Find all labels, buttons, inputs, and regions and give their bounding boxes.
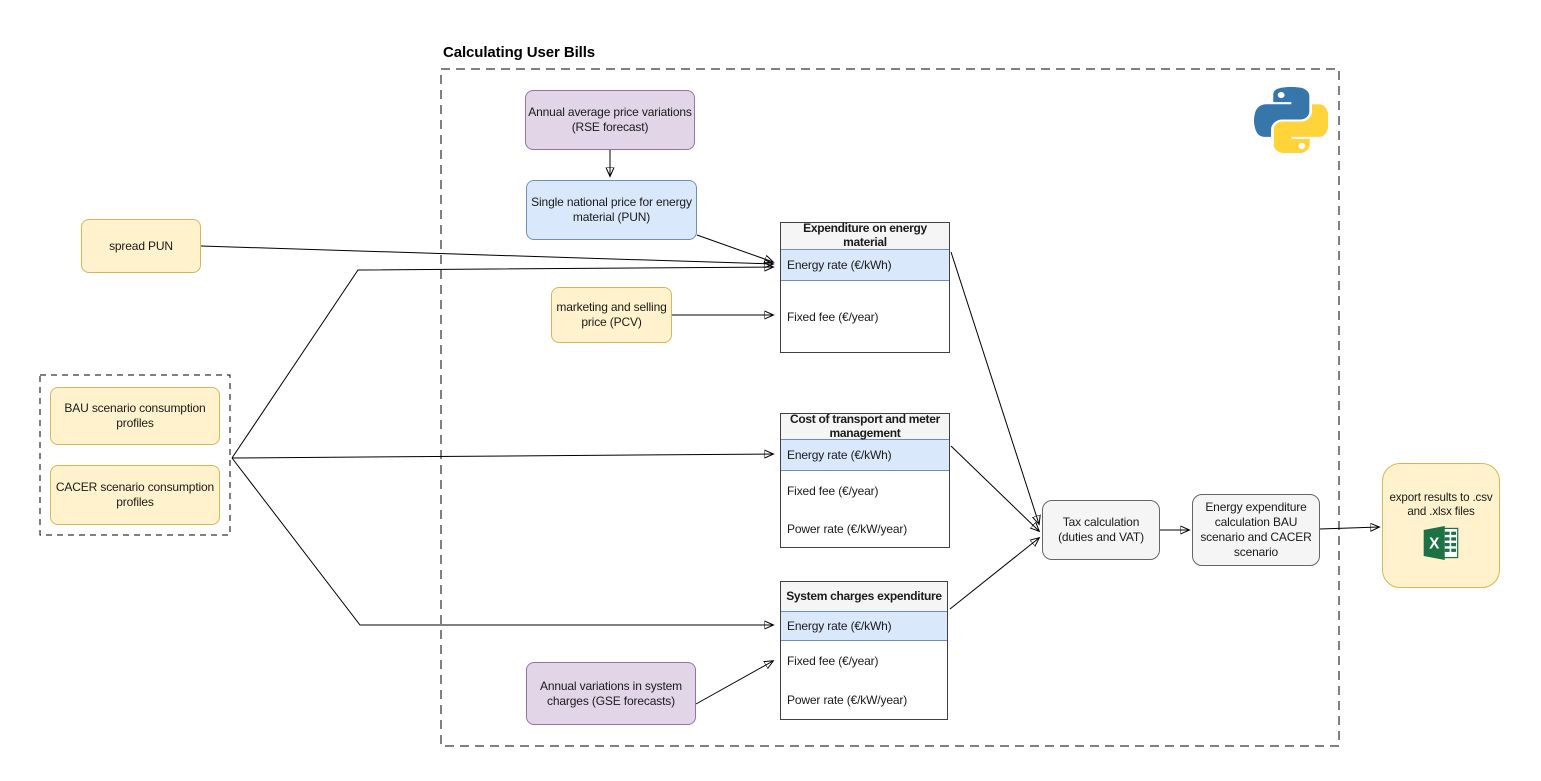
node-cacer-profiles-label: CACER scenario consumption profiles bbox=[55, 480, 215, 509]
node-pun-label: Single national price for energy materia… bbox=[531, 195, 692, 224]
edge-energy-exp-to-export bbox=[1319, 527, 1379, 529]
table-header: Cost of transport and meter management bbox=[781, 412, 949, 439]
svg-text:X: X bbox=[1429, 536, 1440, 553]
node-energy-expenditure-label: Energy expenditure calculation BAU scena… bbox=[1200, 500, 1312, 559]
excel-spreadsheet-icon: X bbox=[1423, 526, 1458, 561]
table-row-fixed-fee: Fixed fee (€/year) bbox=[787, 309, 879, 324]
edge-pun-to-energy-rate-1 bbox=[696, 234, 773, 262]
table-row-power-rate: Power rate (€/kW/year) bbox=[787, 521, 908, 536]
table-row-energy-rate: Energy rate (€/kWh) bbox=[781, 439, 949, 471]
table-header: System charges expenditure bbox=[781, 582, 947, 611]
table-row-energy-rate: Energy rate (€/kWh) bbox=[781, 249, 949, 281]
node-spread-pun-label: spread PUN bbox=[109, 238, 173, 253]
edge-profiles-to-energy-rate-1 bbox=[231, 267, 773, 459]
table-header: Expenditure on energy material bbox=[781, 221, 949, 249]
node-tax-calculation: Tax calculation (duties and VAT) bbox=[1042, 500, 1160, 560]
edge-table2-to-tax bbox=[950, 445, 1039, 531]
edge-profiles-to-energy-rate-3 bbox=[231, 457, 773, 625]
node-bau-profiles: BAU scenario consumption profiles bbox=[50, 387, 220, 445]
table-system-charges-expenditure: System charges expenditure Energy rate (… bbox=[780, 581, 948, 720]
table-row-fixed-fee: Fixed fee (€/year) bbox=[787, 654, 879, 668]
node-export-results-label: export results to .csv and .xlsx files bbox=[1389, 490, 1493, 518]
table-row-power-rate: Power rate (€/kW/year) bbox=[787, 693, 908, 707]
edge-profiles-to-energy-rate-2 bbox=[231, 454, 773, 458]
python-logo-icon bbox=[1254, 87, 1328, 153]
table-expenditure-energy-material: Expenditure on energy material Energy ra… bbox=[780, 221, 950, 353]
diagram-title: Calculating User Bills bbox=[443, 44, 596, 61]
table-transport-meter-management: Cost of transport and meter management E… bbox=[780, 412, 950, 548]
table-row-energy-rate: Energy rate (€/kWh) bbox=[781, 611, 947, 641]
node-gse-forecasts: Annual variations in system charges (GSE… bbox=[526, 662, 696, 725]
node-tax-calculation-label: Tax calculation (duties and VAT) bbox=[1058, 515, 1144, 544]
node-energy-expenditure: Energy expenditure calculation BAU scena… bbox=[1192, 494, 1320, 566]
node-cacer-profiles: CACER scenario consumption profiles bbox=[50, 465, 220, 525]
node-gse-forecasts-label: Annual variations in system charges (GSE… bbox=[539, 678, 683, 708]
node-export-results: export results to .csv and .xlsx files X bbox=[1382, 463, 1500, 588]
node-rse-forecast: Annual average price variations (RSE for… bbox=[525, 90, 695, 150]
node-spread-pun: spread PUN bbox=[81, 219, 201, 273]
edge-spread-pun-to-energy-rate-1 bbox=[200, 245, 773, 264]
edge-gse-to-fixed-fee-3 bbox=[695, 661, 773, 705]
node-pcv: marketing and selling price (PCV) bbox=[551, 287, 672, 343]
node-pcv-label: marketing and selling price (PCV) bbox=[556, 300, 667, 329]
edge-table1-to-tax bbox=[950, 251, 1039, 524]
table-row-fixed-fee: Fixed fee (€/year) bbox=[787, 483, 879, 498]
node-bau-profiles-label: BAU scenario consumption profiles bbox=[64, 401, 206, 430]
edge-table3-to-tax bbox=[949, 538, 1039, 610]
node-rse-forecast-label: Annual average price variations (RSE for… bbox=[528, 105, 692, 134]
node-pun: Single national price for energy materia… bbox=[526, 180, 697, 240]
